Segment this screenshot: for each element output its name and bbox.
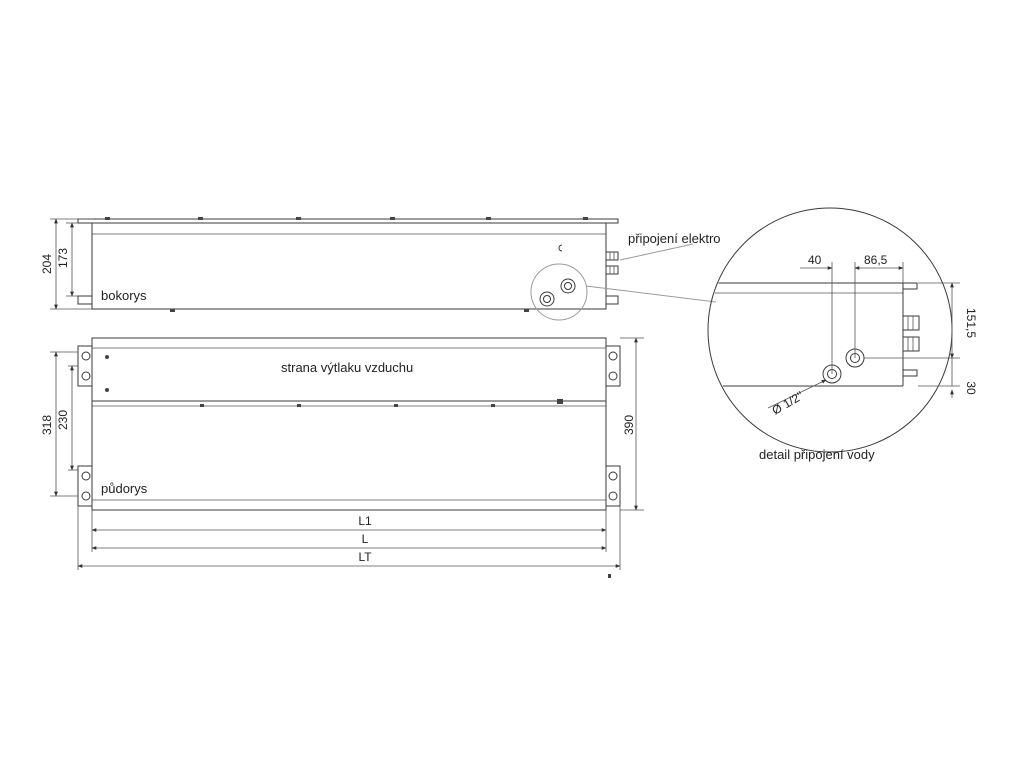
plan-view: strana výtlaku vzduchu půdorys 318 230 3… bbox=[40, 337, 644, 578]
water-detail-label: detail připojení vody bbox=[759, 447, 875, 462]
side-body-height: 173 bbox=[56, 248, 70, 268]
detail-offset-b: 86,5 bbox=[864, 253, 888, 267]
plan-overall-depth: 390 bbox=[622, 415, 636, 435]
detail-height-a: 151,5 bbox=[964, 308, 978, 338]
grounding-icon bbox=[558, 244, 563, 252]
plan-total-depth: 318 bbox=[40, 415, 54, 435]
length-total: LT bbox=[358, 550, 372, 564]
electric-connection-label: připojení elektro bbox=[628, 231, 721, 246]
mounting-bracket-icon bbox=[77, 345, 93, 507]
side-view-label: bokorys bbox=[101, 288, 147, 303]
plan-dimension-lines bbox=[50, 337, 644, 511]
side-view: bokorys připojení elektro 204 173 bbox=[40, 217, 721, 321]
pipe-diameter: Ø 1/2'' bbox=[770, 389, 806, 418]
length-inner: L1 bbox=[358, 514, 372, 528]
detail-height-b: 30 bbox=[964, 381, 978, 395]
detail-offset-a: 40 bbox=[808, 253, 822, 267]
detail-dimension-lines bbox=[767, 262, 960, 409]
side-total-height: 204 bbox=[40, 254, 54, 274]
plan-body-depth: 230 bbox=[56, 410, 70, 430]
mounting-bracket-icon bbox=[605, 345, 621, 507]
water-connection-icon bbox=[539, 278, 576, 307]
water-detail: 40 86,5 151,5 30 Ø 1/2'' detail připojen… bbox=[707, 207, 978, 462]
side-dimension-lines bbox=[50, 218, 92, 310]
pipe-connection-icon bbox=[822, 348, 865, 384]
length-dimension-lines bbox=[77, 506, 621, 578]
cable-gland-icon bbox=[605, 251, 619, 275]
detail-marker bbox=[530, 263, 588, 321]
plan-view-label: půdorys bbox=[101, 481, 148, 496]
length-body: L bbox=[362, 532, 369, 546]
air-outlet-label: strana výtlaku vzduchu bbox=[281, 360, 413, 375]
